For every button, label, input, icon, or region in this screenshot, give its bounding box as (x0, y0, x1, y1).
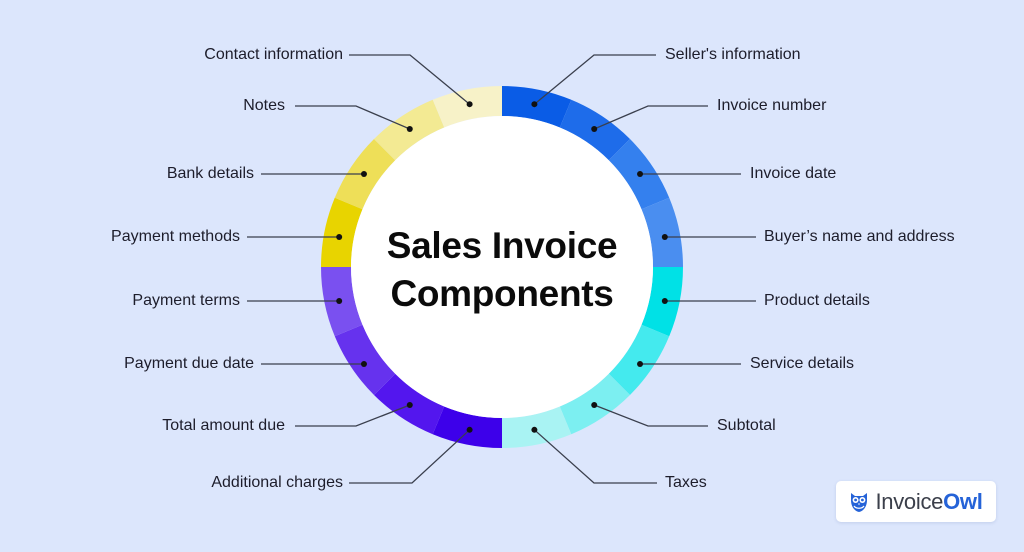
leader-line (349, 429, 471, 484)
label-additional-charges: Additional charges (211, 474, 343, 491)
label-notes: Notes (243, 97, 285, 114)
label-taxes: Taxes (665, 474, 707, 491)
logo-text-bold: Owl (943, 488, 983, 514)
center-circle (351, 116, 653, 418)
label-invoice-number: Invoice number (717, 97, 827, 114)
leader-line (533, 54, 656, 105)
label-product-details: Product details (764, 292, 870, 309)
logo-wordmark: InvoiceOwl (875, 489, 982, 515)
leader-lines (247, 54, 756, 484)
anchor-dot (466, 101, 473, 108)
leader-line (295, 404, 411, 427)
invoiceowl-logo: InvoiceOwl (836, 481, 996, 522)
ring-segment (432, 406, 502, 448)
anchor-dot (406, 402, 413, 409)
anchor-dot (336, 234, 343, 240)
ring-segment (321, 197, 363, 267)
owl-icon (851, 492, 868, 512)
ring-segment (608, 324, 670, 395)
anchor-dot (591, 402, 598, 409)
anchor-dot (406, 125, 413, 132)
label-contact-information: Contact information (204, 46, 343, 63)
title-line-2: Components (390, 273, 614, 314)
label-payment-due-date: Payment due date (124, 355, 254, 372)
leader-line (593, 105, 708, 130)
leader-line (295, 105, 411, 130)
label-payment-methods: Payment methods (111, 228, 240, 245)
anchor-dot (360, 361, 367, 367)
ring-segment (334, 324, 396, 395)
label-invoice-date: Invoice date (750, 165, 837, 182)
anchor-dot (591, 125, 598, 132)
label-buyers-name-and-address: Buyer’s name and address (764, 228, 955, 245)
leader-line (533, 429, 657, 484)
anchor-dot (360, 171, 367, 177)
anchor-dot (661, 298, 668, 304)
anchor-dot (466, 426, 473, 433)
label-total-amount-due: Total amount due (162, 417, 285, 434)
label-sellers-information: Seller's information (665, 46, 801, 63)
anchor-dot (661, 234, 668, 240)
label-subtotal: Subtotal (717, 417, 776, 434)
ring-segment (502, 406, 572, 448)
leader-line (593, 404, 708, 427)
logo-text-regular: Invoice (875, 488, 944, 514)
anchor-dot (637, 171, 644, 177)
ring-segment (641, 197, 683, 267)
title-line-1: Sales Invoice (386, 225, 618, 266)
ring-segment (502, 86, 572, 128)
anchor-dot (531, 101, 538, 108)
label-bank-details: Bank details (166, 165, 254, 182)
anchor-dot (637, 361, 644, 367)
anchor-dot (531, 426, 538, 433)
diagram-title: Sales Invoice Components (352, 222, 652, 318)
anchor-dot (336, 298, 343, 304)
leader-line (349, 54, 471, 105)
label-payment-terms: Payment terms (132, 292, 240, 309)
ring-segment (432, 86, 502, 128)
label-service-details: Service details (750, 355, 855, 372)
